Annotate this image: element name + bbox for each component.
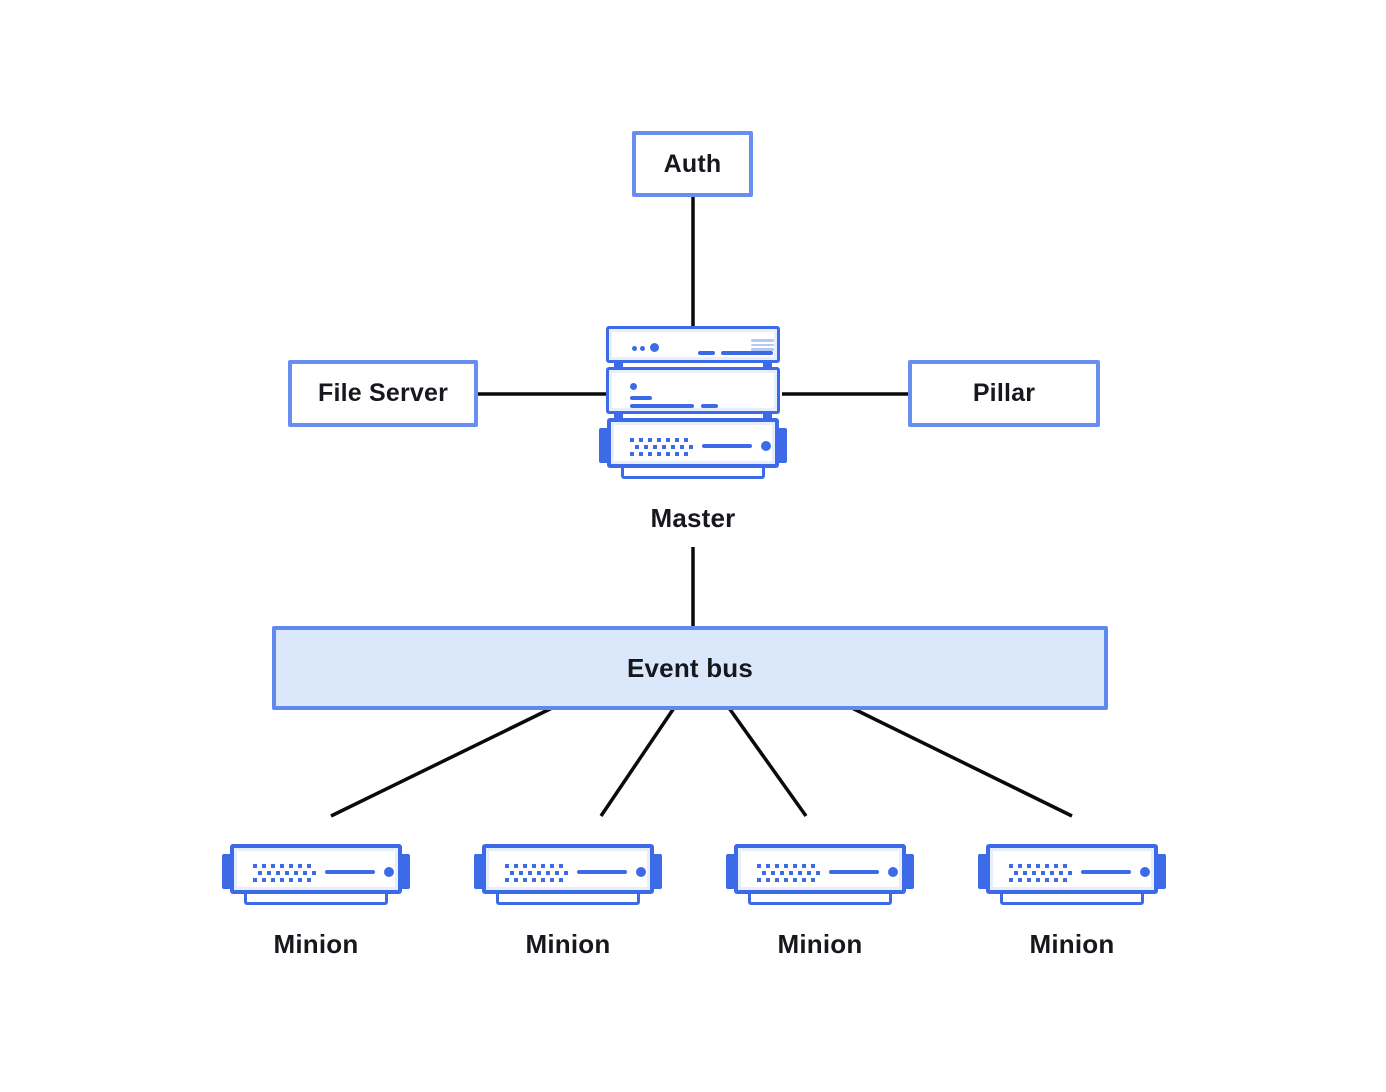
server-body [230, 844, 402, 894]
node-master-label: Master [650, 503, 736, 533]
server-icon [222, 844, 410, 910]
detail-line [829, 870, 879, 874]
server-body [607, 418, 779, 468]
detail-line [577, 870, 627, 874]
server-stack-icon [599, 326, 787, 484]
vent-line [751, 339, 774, 342]
detail-line [701, 404, 718, 408]
server-side-tab [599, 428, 609, 463]
server-side-tab [978, 854, 988, 889]
indicator-dot [630, 383, 637, 390]
server-side-tab [652, 854, 662, 889]
edge-eventbus-minion-4 [851, 706, 1073, 818]
stack-foot [614, 361, 623, 368]
indicator-dot [1140, 867, 1150, 877]
node-file-server-label: File Server [317, 379, 449, 407]
edge-eventbus-minion-2 [599, 707, 676, 817]
node-minion-label: Minion [525, 929, 611, 959]
server-body [734, 844, 906, 894]
server-panel [237, 851, 395, 887]
vent-dots [630, 438, 634, 442]
node-minion-label: Minion [273, 929, 359, 959]
server-side-tab [222, 854, 232, 889]
vent-dots [757, 864, 761, 868]
vent-dots [505, 864, 509, 868]
detail-line [630, 404, 694, 408]
indicator-dot [640, 346, 645, 351]
node-auth-label: Auth [663, 149, 722, 178]
server-panel [741, 851, 899, 887]
node-file-server: File Server [288, 360, 478, 427]
detail-line [630, 396, 652, 400]
detail-line [721, 351, 773, 355]
server-side-tab [474, 854, 484, 889]
server-body [482, 844, 654, 894]
server-panel [614, 425, 772, 461]
node-event-bus-label: Event bus [626, 652, 754, 683]
server-side-tab [400, 854, 410, 889]
stack-foot [614, 412, 623, 419]
indicator-dot [636, 867, 646, 877]
node-pillar: Pillar [908, 360, 1100, 427]
server-side-tab [726, 854, 736, 889]
server-icon [474, 844, 662, 910]
stack-foot [763, 412, 772, 419]
indicator-dot [384, 867, 394, 877]
detail-line [698, 351, 715, 355]
server-side-tab [1156, 854, 1166, 889]
server-icon [726, 844, 914, 910]
server-icon [599, 418, 787, 484]
server-unit-panel [612, 373, 774, 408]
server-icon [978, 844, 1166, 910]
stack-foot [763, 361, 772, 368]
vent-line [751, 343, 774, 346]
vent-dots [253, 864, 257, 868]
node-minion-label: Minion [1029, 929, 1115, 959]
indicator-dot [888, 867, 898, 877]
node-auth: Auth [632, 131, 753, 197]
server-panel [489, 851, 647, 887]
server-body [986, 844, 1158, 894]
server-panel [993, 851, 1151, 887]
server-unit-panel [612, 332, 774, 357]
server-unit-middle [606, 367, 780, 414]
detail-line [1081, 870, 1131, 874]
edge-eventbus-minion-3 [727, 706, 808, 818]
indicator-dot [632, 346, 637, 351]
node-minion-label: Minion [777, 929, 863, 959]
vent-dots [1009, 864, 1013, 868]
indicator-dot [761, 441, 771, 451]
detail-line [325, 870, 375, 874]
node-event-bus: Event bus [272, 626, 1108, 710]
edge-eventbus-minion-1 [330, 706, 553, 818]
indicator-dot [650, 343, 659, 352]
server-unit-top [606, 326, 780, 363]
server-side-tab [777, 428, 787, 463]
vent-line [751, 348, 774, 351]
node-pillar-label: Pillar [972, 379, 1036, 407]
detail-line [702, 444, 752, 448]
server-side-tab [904, 854, 914, 889]
